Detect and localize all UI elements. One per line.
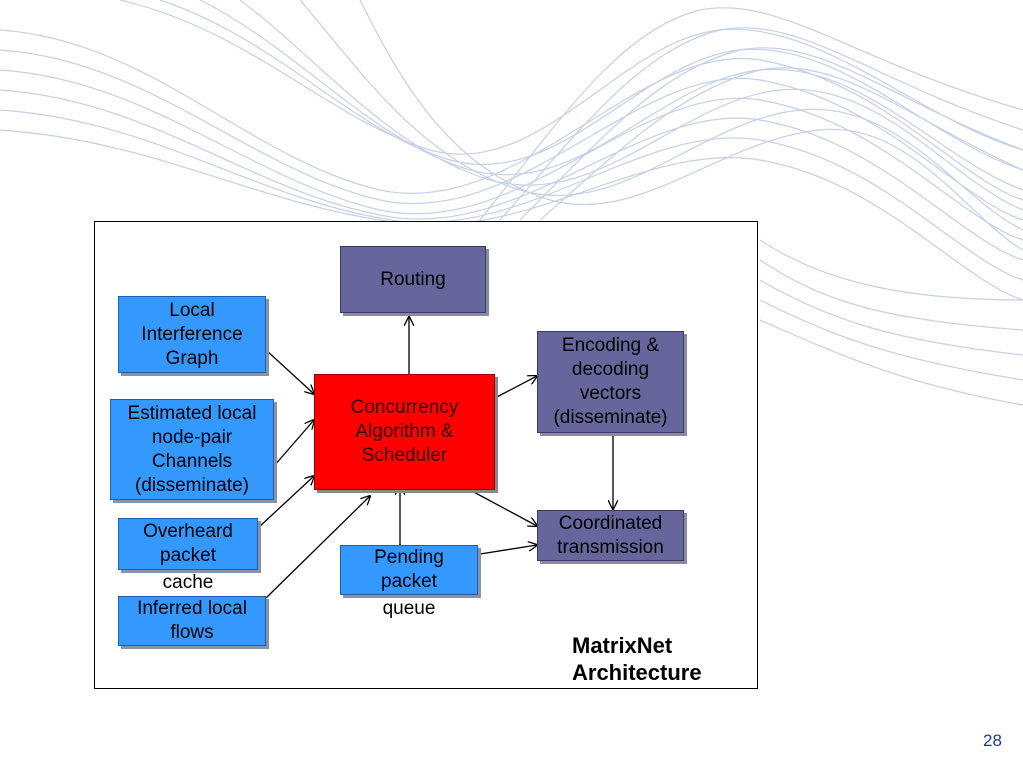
estimated-channels-box: Estimated local node-pair Channels (diss… [110,399,274,500]
coordinated-transmission-box: Coordinated transmission [537,510,684,561]
routing-box: Routing [340,246,486,313]
pending-packet-box: Pending packet [340,545,478,595]
overheard-cache-label: cache [162,572,214,593]
inferred-flows-box: Inferred local flows [118,596,266,646]
concurrency-scheduler-box: Concurrency Algorithm & Scheduler [314,374,495,490]
pending-queue-label: queue [382,598,436,619]
local-interference-graph-box: Local Interference Graph [118,296,266,373]
diagram-title: MatrixNet Architecture [572,633,702,685]
overheard-packet-box: Overheard packet [118,518,258,570]
page-number: 28 [983,731,1002,750]
encoding-vectors-box: Encoding & decoding vectors (disseminate… [537,331,684,433]
